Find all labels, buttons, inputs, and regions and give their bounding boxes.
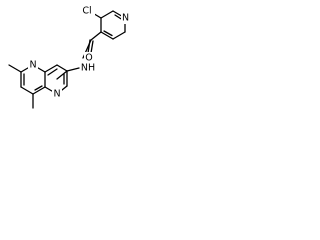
atom-carbonyl-oxygen: O: [84, 52, 94, 64]
atom-pyridine-nitrogen: N: [121, 12, 130, 24]
bond: [44, 64, 58, 73]
chemical-structure: Cl N O NH N N: [8, 5, 130, 109]
atom-naphthyridine-n8: N: [28, 59, 38, 71]
carbonyl-double-bond: [90, 40, 94, 54]
bond-to-carbonyl: [90, 31, 102, 41]
amide-nh-label: NH: [81, 63, 95, 74]
atom-naphthyridine-n1: N: [52, 88, 62, 100]
bond-methyl-7: [8, 64, 22, 73]
bond: [56, 64, 68, 72]
bond: [20, 86, 34, 95]
bond-double-inner: [103, 30, 113, 37]
bond: [32, 86, 46, 95]
atom-chlorine: Cl: [79, 5, 95, 17]
bond-nh-to-ring: [66, 67, 80, 72]
bond-double-inner: [114, 14, 123, 21]
atom-amide-nh: NH: [80, 62, 96, 74]
bond-double-inner: [47, 68, 58, 76]
bond: [100, 10, 114, 19]
bond: [100, 31, 114, 40]
naphthyridine-n8-label: N: [29, 60, 36, 71]
bond-double-inner: [34, 85, 43, 91]
bond: [112, 31, 126, 40]
bond: [56, 70, 68, 80]
naphthyridine-n1-label: N: [53, 89, 60, 100]
pyridine-nitrogen-label: N: [122, 13, 129, 24]
carbonyl-oxygen-label: O: [85, 53, 92, 64]
chlorine-label: Cl: [82, 6, 91, 17]
